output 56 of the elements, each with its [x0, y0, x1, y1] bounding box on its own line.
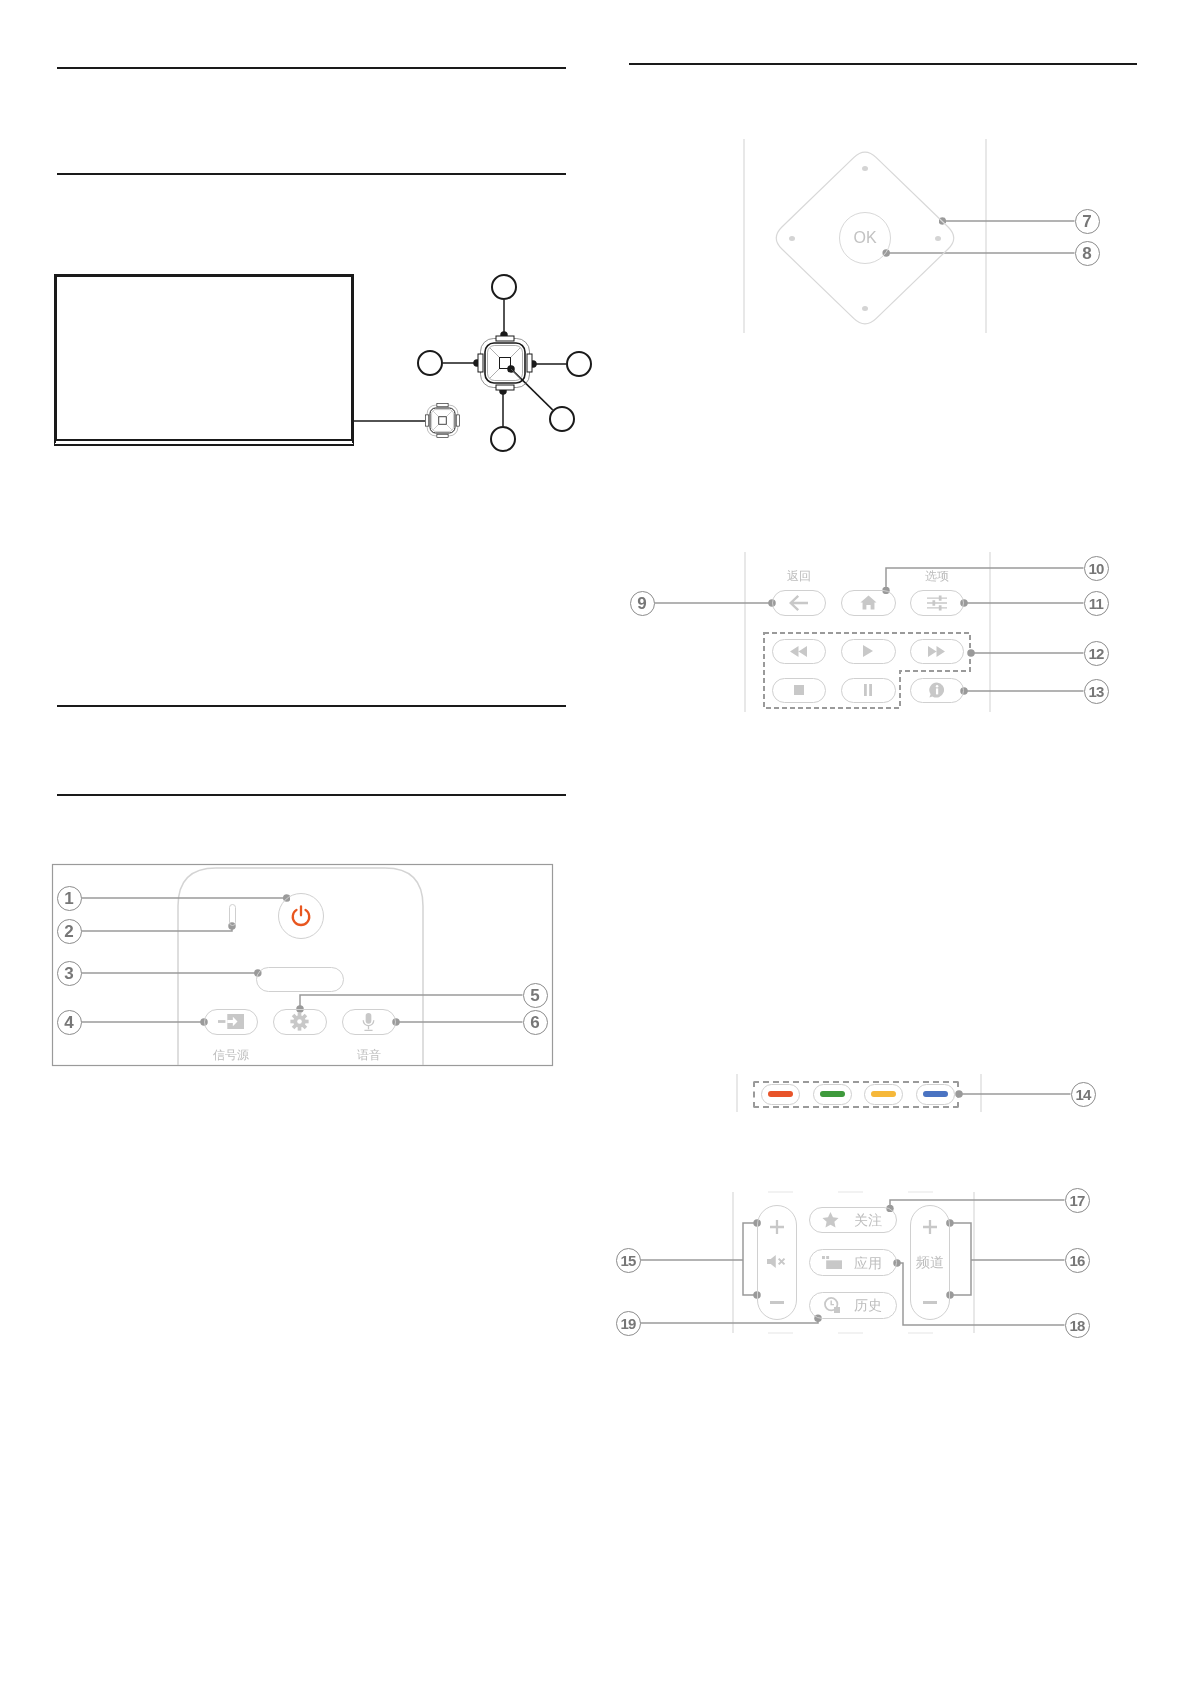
button-label: 历史: [853, 1298, 882, 1313]
button-label: 关注: [853, 1212, 882, 1227]
button-group: [753, 1081, 959, 1108]
callout-number: 12: [1083, 640, 1109, 666]
leader-line: [960, 687, 1085, 695]
leader-line: [80, 1018, 208, 1026]
leader-line: [507, 365, 554, 411]
callout-number: 9: [629, 590, 655, 616]
callout-number: 6: [522, 1009, 548, 1035]
leader-line: [639, 1219, 761, 1299]
leader-line: [639, 1314, 822, 1324]
connector-line: [353, 420, 426, 422]
leader-line: [80, 969, 262, 977]
callout-number: 3: [56, 960, 82, 986]
callout-circle: [491, 274, 517, 300]
leader-line: [960, 599, 1085, 607]
leader-line: [80, 922, 236, 932]
callout-circle: [417, 350, 443, 376]
callout-number: 11: [1083, 590, 1109, 616]
leader-line: [653, 599, 776, 607]
callout-number: 19: [615, 1310, 641, 1336]
callout-circle: [490, 426, 516, 452]
callout-number: 14: [1070, 1081, 1096, 1107]
center-key: [499, 357, 511, 369]
tv-outline: [54, 274, 354, 446]
button-label: 频道: [915, 1254, 944, 1269]
leader-line: [296, 994, 524, 1013]
callout-number: 2: [56, 918, 82, 944]
callout-circle: [566, 351, 592, 377]
leader-line: [882, 249, 1076, 257]
callout-number: 15: [615, 1247, 641, 1273]
callout-number: 1: [56, 885, 82, 911]
leader-line: [955, 1090, 1072, 1098]
callout-number: 13: [1083, 678, 1109, 704]
callout-number: 5: [522, 982, 548, 1008]
leader-line: [392, 1018, 524, 1026]
button-caption: 语音: [357, 1050, 381, 1062]
leader-line: [893, 1259, 1066, 1326]
callout-number: 8: [1074, 240, 1100, 266]
leader-line: [938, 217, 1076, 225]
button-caption: 信号源: [213, 1050, 249, 1062]
button-label: 应用: [853, 1255, 882, 1270]
callout-number: 10: [1083, 555, 1109, 581]
callout-number: 16: [1064, 1247, 1090, 1273]
callout-number: 4: [56, 1009, 82, 1035]
leader-line: [946, 1219, 1066, 1299]
leader-line: [80, 894, 291, 902]
leader-line: [886, 1199, 1066, 1213]
callout-circle: [549, 406, 575, 432]
button-caption: 返回: [787, 571, 811, 583]
callout-number: 17: [1064, 1187, 1090, 1213]
button-caption: 选项: [925, 571, 949, 583]
leader-line: [882, 567, 1085, 595]
leader-line: [967, 649, 1085, 657]
callout-number: 7: [1074, 208, 1100, 234]
callout-number: 18: [1064, 1312, 1090, 1338]
